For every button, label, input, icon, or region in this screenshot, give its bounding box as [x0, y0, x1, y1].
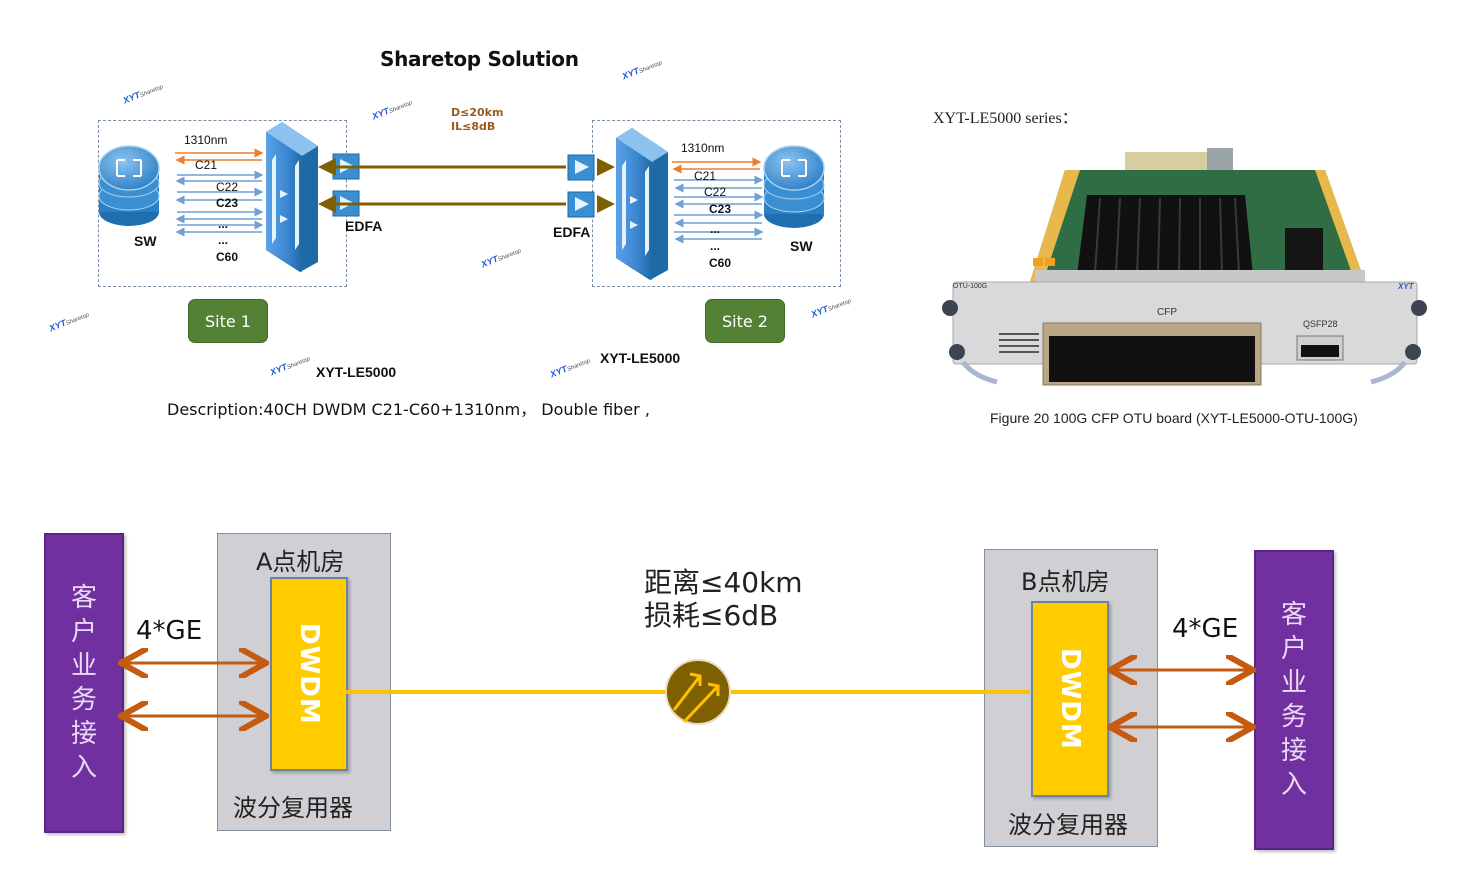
- link-spec-bottom: 距离≤40km 损耗≤6dB: [644, 566, 803, 632]
- wavelength-1310-site1: 1310nm: [184, 133, 228, 147]
- solution-description: Description:40CH DWDM C21-C60+1310nm， Do…: [167, 400, 650, 419]
- site2-button[interactable]: Site 2: [705, 299, 785, 343]
- diagram-title: Sharetop Solution: [380, 47, 579, 71]
- model-label-site1: XYT-LE5000: [316, 364, 397, 380]
- ge-label-left: 4*GE: [136, 616, 203, 646]
- brand-watermark: XYTSharetop: [548, 358, 592, 380]
- site1-button[interactable]: Site 1: [188, 299, 268, 343]
- qsfp28-port-label: QSFP28: [1303, 319, 1338, 329]
- model-label-site2: XYT-LE5000: [600, 350, 681, 366]
- wavelength-c60-site1: C60: [216, 250, 239, 264]
- ge-label-right: 4*GE: [1172, 614, 1239, 644]
- client-access-right: 客 户 业 务 接 入: [1254, 550, 1334, 850]
- brand-watermark: XYTSharetop: [47, 312, 91, 334]
- link-spec: D≤20km IL≤8dB: [451, 106, 503, 134]
- wavelength-1310-site2: 1310nm: [681, 141, 725, 155]
- switch-icon-site2: [763, 145, 825, 228]
- distance-spec: 距离≤40km: [644, 566, 803, 599]
- dwdm-b: DWDM: [1031, 601, 1109, 797]
- distance-label: D≤20km: [451, 106, 504, 119]
- switch-label-site2: SW: [790, 238, 813, 254]
- loss-spec: 损耗≤6dB: [644, 599, 779, 632]
- wavelength-c22-site1: C22: [216, 180, 239, 194]
- mux-icon-site1: [266, 122, 318, 272]
- edfa-icon-site1: [332, 153, 360, 217]
- series-label: XYT-LE5000 series：: [933, 110, 1078, 127]
- edfa-icon-site2: [567, 154, 595, 218]
- dwdm-a: DWDM: [270, 577, 348, 771]
- bottom-links-graphic: [0, 500, 1477, 894]
- wavelength-c21-site1: C21: [195, 158, 218, 172]
- wavelength-c21-site2: C21: [694, 169, 717, 183]
- edfa-label-site1: EDFA: [345, 218, 383, 234]
- room-a-title: A点机房: [256, 548, 345, 576]
- brand-watermark: XYTSharetop: [268, 356, 312, 378]
- ellipsis-site1-b: ...: [218, 233, 229, 247]
- board-brand-logo: XYT: [1398, 282, 1414, 291]
- room-b-title: B点机房: [1021, 568, 1110, 596]
- board-label: OTU-100G: [953, 283, 988, 290]
- mux-label-a: 波分复用器: [233, 794, 353, 822]
- wavelength-c23-site2: C23: [709, 202, 732, 216]
- wavelength-c23-site1: C23: [216, 196, 239, 210]
- ge-arrows-left: [124, 663, 263, 716]
- switch-label-site1: SW: [134, 233, 157, 249]
- mux-icon-site2: [616, 128, 668, 280]
- figure-caption: Figure 20 100G CFP OTU board (XYT-LE5000…: [990, 410, 1358, 426]
- fiber-link: [318, 158, 615, 213]
- site1-wavelength-arrows: [175, 148, 264, 237]
- amplifier-icon: [665, 659, 731, 725]
- ellipsis-site2-a: ...: [710, 222, 721, 236]
- site2-wavelength-arrows: [672, 157, 764, 244]
- dwdm-topology-graphic: [98, 122, 825, 280]
- cfp-port-label: CFP: [1157, 307, 1177, 318]
- loss-label: IL≤8dB: [451, 120, 496, 133]
- ellipsis-site2-b: ...: [710, 239, 721, 253]
- ellipsis-site1-a: ...: [218, 217, 229, 231]
- client-access-left: 客 户 业 务 接 入: [44, 533, 124, 833]
- switch-icon-site1: [98, 145, 160, 226]
- wavelength-c22-site2: C22: [704, 185, 727, 199]
- mux-label-b: 波分复用器: [1008, 811, 1128, 839]
- wavelength-c60-site2: C60: [709, 256, 732, 270]
- ge-arrows-right: [1113, 670, 1250, 727]
- edfa-label-site2: EDFA: [553, 224, 591, 240]
- otu-board-photo: [942, 148, 1427, 386]
